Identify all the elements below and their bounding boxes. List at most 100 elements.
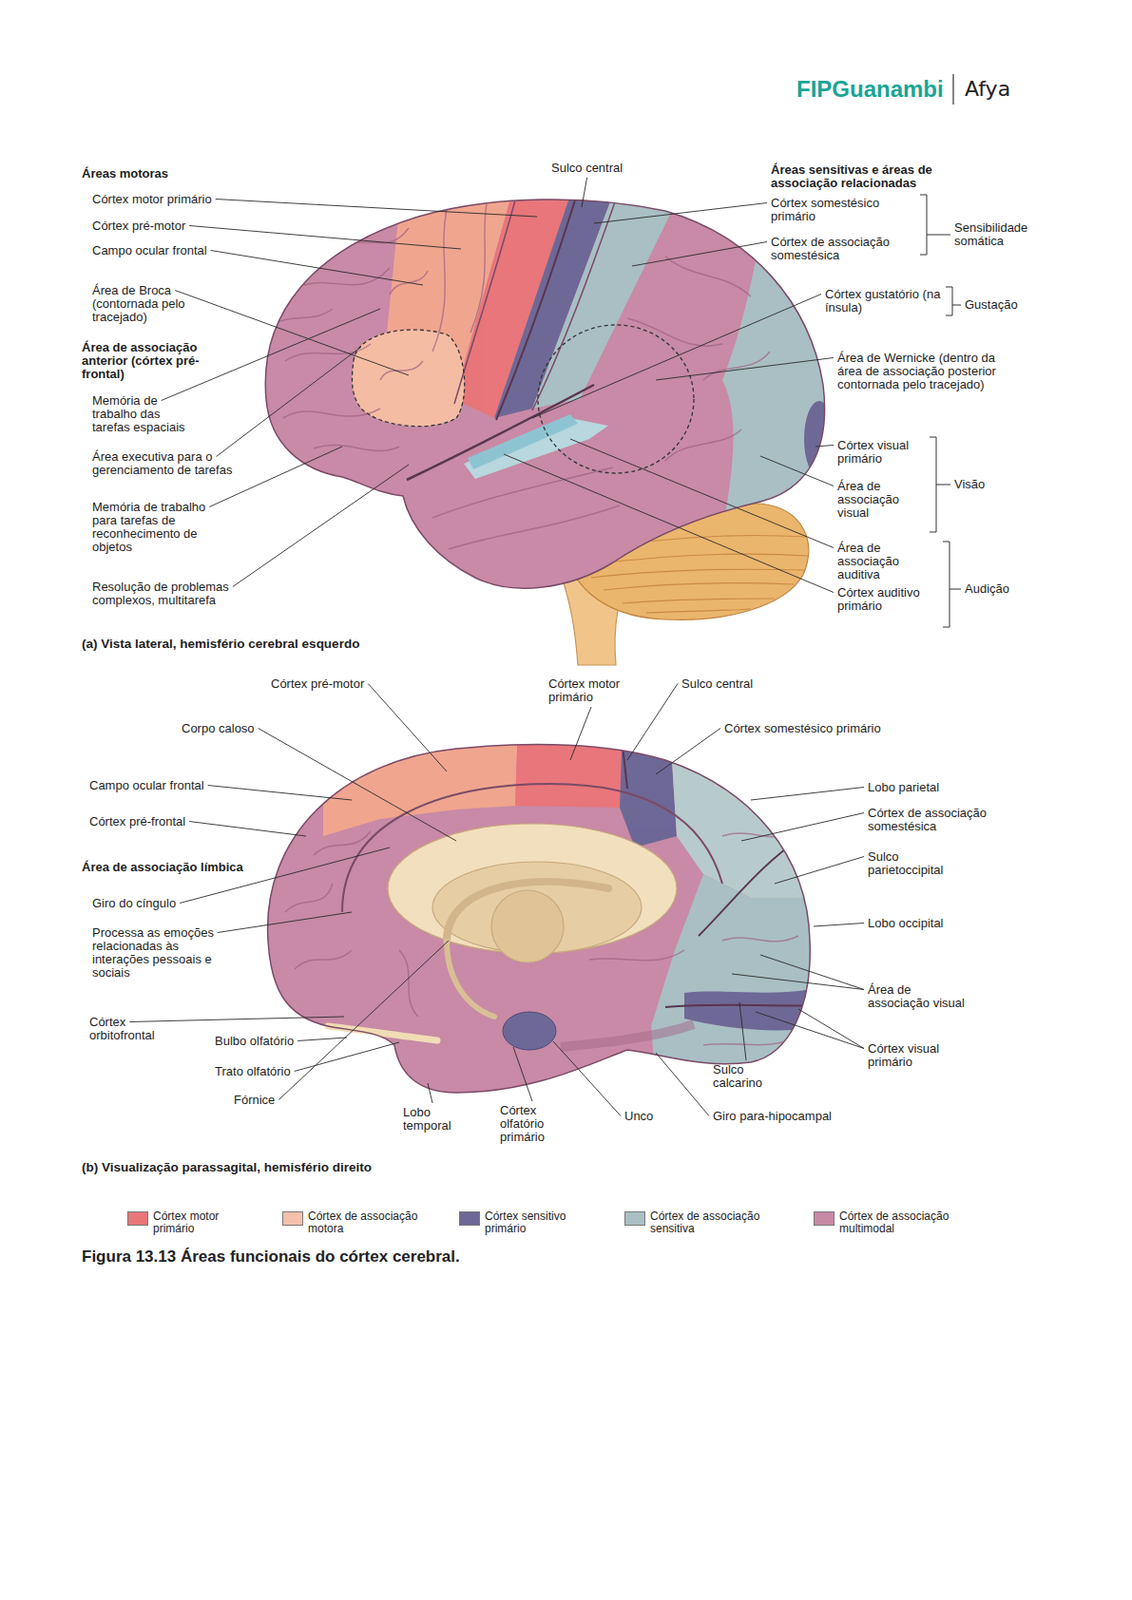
callout-label: Córtex somestésico primário (724, 722, 882, 736)
group-heading: Áreas motoras (81, 167, 169, 181)
callout-label: Memória de trabalho das tarefas espaciai… (92, 394, 199, 435)
leader-line (760, 456, 834, 487)
callout-label: Campo ocular frontal (89, 779, 205, 793)
callout-label: Córtex visual primário (867, 1042, 963, 1070)
callout-label: Área de associação visual (867, 983, 975, 1011)
callout-label: Processa as emoções relacionadas às inte… (92, 926, 221, 980)
callout-label: Sulco central (551, 161, 623, 175)
callout-label: Audição (964, 582, 1010, 596)
legend-swatch (813, 1211, 835, 1227)
leader-line (532, 294, 822, 420)
callout-label: Córtex visual primário (837, 439, 925, 466)
callout-label: Unco (624, 1110, 653, 1124)
callout-label: Córtex motor primário (92, 192, 212, 207)
leader-line (258, 729, 457, 843)
callout-label: Trato olfatório (214, 1065, 291, 1079)
medial-brain (268, 722, 837, 1094)
legend-text: Córtex de associação sensitiva (650, 1210, 767, 1236)
callout-label: Córtex auditivo primário (837, 586, 938, 614)
callout-label: Área de Wernicke (dentro da área de asso… (837, 351, 1007, 392)
leader-line (503, 454, 834, 594)
leader-line (211, 250, 423, 287)
group-heading: Área de associação límbica (81, 861, 244, 875)
leader-line (741, 813, 864, 843)
leader-line (278, 940, 449, 1101)
leader-line (570, 439, 834, 549)
callout-label: Área de associação visual (837, 479, 919, 520)
legend-swatch (282, 1211, 304, 1227)
leader-line (217, 912, 352, 934)
leader-line (632, 242, 768, 268)
callout-label: Área executiva para o gerenciamento de t… (92, 450, 235, 478)
leader-line (179, 847, 390, 904)
legend-swatch (624, 1211, 646, 1227)
leader-line (189, 226, 461, 250)
leader-line (774, 857, 864, 885)
logo-text: Afya (964, 76, 1011, 103)
leader-line (655, 358, 834, 382)
callout-label: Campo ocular frontal (92, 244, 208, 258)
lateral-brain (265, 161, 837, 666)
callout-label: Área de associação auditiva (837, 541, 919, 582)
leader-line (427, 1083, 433, 1104)
leader-line (189, 822, 307, 838)
callout-label: Fórnice (233, 1093, 275, 1108)
leader-line (208, 786, 352, 802)
callout-label: Sulco central (681, 677, 753, 691)
legend-text: Córtex motor primário (153, 1210, 237, 1236)
leader-line (570, 707, 592, 761)
leader-line (513, 1047, 533, 1102)
callout-label: Giro para-hipocampal (712, 1110, 832, 1124)
callout-label: Córtex somestésico primário (770, 196, 904, 224)
callout-label: Lobo occipital (867, 917, 944, 931)
callout-label: Visão (954, 478, 985, 492)
callout-label: Córtex pré-motor (92, 219, 186, 233)
legend-swatch (459, 1211, 480, 1227)
leader-line (655, 729, 721, 776)
callout-label: Córtex gustatório (na ínsula) (825, 287, 944, 315)
leader-line (731, 974, 864, 991)
leader-line (215, 346, 362, 458)
callout-label: Gustação (964, 298, 1018, 312)
leader-line (655, 1053, 710, 1117)
group-heading: Área de associação anterior (córtex pré-… (81, 341, 220, 382)
leader-line (129, 1016, 345, 1023)
leader-line (581, 177, 588, 208)
leader-line (594, 203, 768, 225)
callout-label: Córtex olfatório primário (499, 1104, 565, 1145)
logo-text: FIPGuanambi (796, 76, 944, 103)
bracket (920, 194, 961, 628)
legend-text: Córtex sensitivo primário (484, 1210, 588, 1236)
leader-line (232, 464, 409, 588)
legend-text: Córtex de associação motora (307, 1210, 430, 1236)
legend-text: Córtex de associação multimodal (839, 1210, 971, 1236)
callout-label: Resolução de problemas complexos, multit… (92, 580, 273, 608)
leader-line (215, 199, 538, 218)
leader-line (750, 787, 864, 802)
callout-label: Córtex de associação somestésica (867, 806, 1011, 834)
leader-line (553, 1041, 621, 1117)
leader-line (367, 684, 447, 773)
leader-line (813, 923, 864, 928)
leader-line (739, 1002, 747, 1061)
callout-label: Córtex motor primário (548, 677, 634, 705)
leader-line (760, 955, 864, 991)
callout-label: Córtex pré-frontal (89, 815, 186, 829)
leader-line (297, 1037, 347, 1042)
callout-label: Lobo temporal (402, 1106, 462, 1133)
callout-label: Córtex de associação somestésica (770, 235, 914, 263)
leader-line (798, 1009, 864, 1050)
callout-label: Sulco calcarino (712, 1063, 780, 1091)
panel-caption: (b) Visualização parassagital, hemisféri… (81, 1160, 372, 1176)
figure-caption: Figura 13.13 Áreas funcionais do córtex … (81, 1247, 461, 1267)
callout-label: Córtex orbitofrontal (89, 1016, 185, 1043)
leader-line (174, 290, 409, 377)
legend-swatch (127, 1211, 149, 1227)
leader-line (755, 1012, 864, 1050)
leader-line (627, 684, 678, 762)
leader-line (815, 445, 834, 448)
callout-label: Memória de trabalho para tarefas de reco… (92, 500, 226, 555)
group-heading: Áreas sensitivas e áreas de associação r… (770, 163, 961, 191)
callout-label: Sulco parietoccipital (867, 850, 963, 878)
leader-line (294, 1042, 400, 1073)
